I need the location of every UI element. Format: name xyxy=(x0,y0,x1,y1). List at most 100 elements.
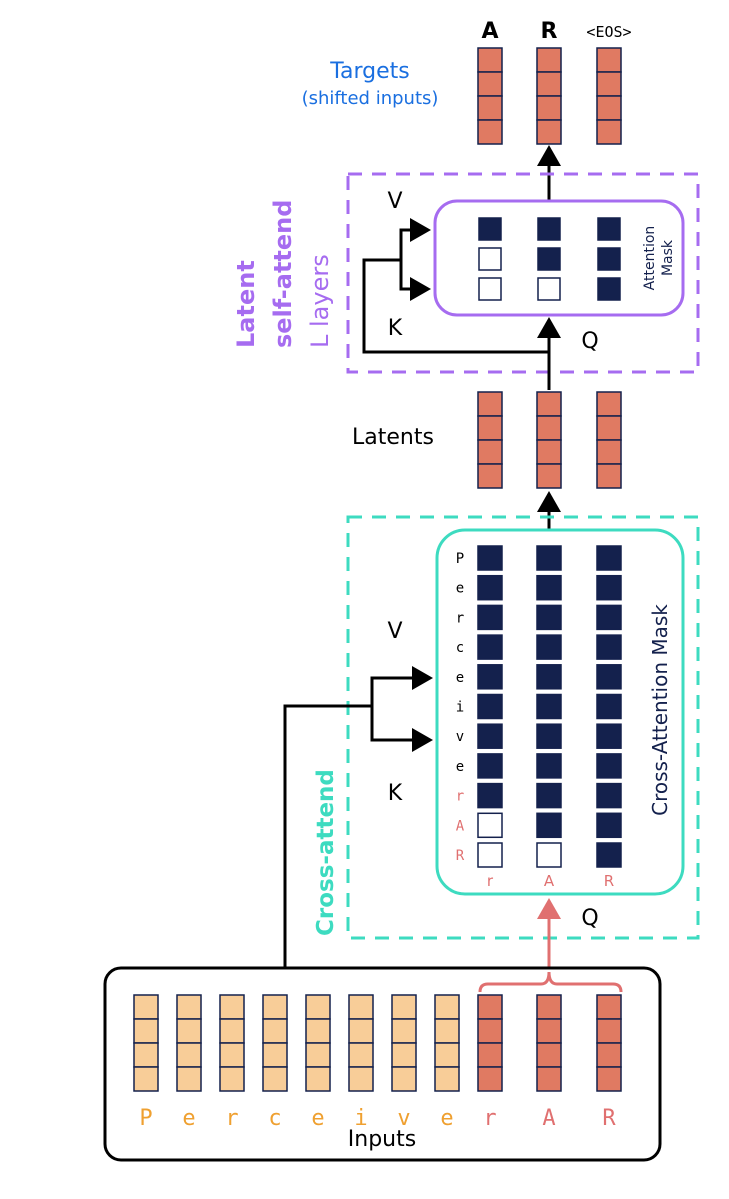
latent-vector xyxy=(596,391,622,489)
input-token-label: P xyxy=(139,1106,152,1131)
context-input-vector xyxy=(176,994,202,1092)
mask-row-label: c xyxy=(456,640,464,656)
input-token-label: v xyxy=(397,1106,410,1131)
vector-cell xyxy=(596,463,622,489)
mask-cell-attend xyxy=(596,693,622,720)
vector-cell xyxy=(596,1066,622,1092)
vector-cell xyxy=(305,1018,331,1044)
context-input-vector xyxy=(348,994,374,1092)
mask-cell-attend xyxy=(477,604,503,631)
vector-cell xyxy=(536,1042,562,1068)
self-attend-label-layers: L layers xyxy=(306,254,334,348)
self-attend-v-arrow xyxy=(399,218,431,260)
vector-cell xyxy=(477,1066,503,1092)
mask-cell-attend xyxy=(536,753,562,779)
self-attend-label-self-attend: self-attend xyxy=(269,200,297,348)
vector-cell xyxy=(536,391,562,417)
mask-cell-masked xyxy=(537,277,561,301)
mask-cell-masked xyxy=(536,842,562,868)
vector-cell xyxy=(536,1066,562,1092)
mask-cell-masked xyxy=(478,277,502,301)
vector-cell xyxy=(391,1066,417,1092)
mask-cell-attend xyxy=(536,782,562,809)
vector-cell xyxy=(536,47,562,73)
vector-cell xyxy=(596,95,622,121)
mask-column-label: r xyxy=(487,872,494,890)
vector-cell xyxy=(536,994,562,1020)
context-input-vector xyxy=(305,994,331,1092)
mask-cell-attend xyxy=(596,634,622,660)
vector-cell xyxy=(477,1042,503,1068)
vector-cell xyxy=(133,994,159,1020)
mask-cell-attend xyxy=(596,723,622,749)
input-token-label: r xyxy=(225,1106,238,1131)
vector-cell xyxy=(596,1018,622,1044)
mask-row-label: i xyxy=(456,700,464,716)
vector-cell xyxy=(262,994,288,1020)
input-token-label: e xyxy=(440,1106,453,1131)
vector-cell xyxy=(536,71,562,97)
target-vectors xyxy=(477,47,622,145)
vector-cell xyxy=(536,415,562,441)
mask-cell-attend xyxy=(536,812,562,839)
query-input-vector xyxy=(477,994,503,1092)
mask-row-label: e xyxy=(456,581,464,597)
mask-cell-attend xyxy=(477,753,503,779)
mask-cell-attend xyxy=(536,604,562,631)
mask-cell-attend xyxy=(477,545,503,571)
vector-cell xyxy=(262,1018,288,1044)
vector-cell xyxy=(477,439,503,465)
mask-cell-attend xyxy=(536,545,562,571)
cross-attention-mask-label: Cross-Attention Mask xyxy=(648,604,672,816)
vector-cell xyxy=(477,463,503,489)
mask-cell-attend xyxy=(596,664,622,690)
vector-cell xyxy=(596,415,622,441)
mask-cell-attend xyxy=(536,574,562,601)
mask-cell-attend xyxy=(536,693,562,720)
self-attend-k-arrow xyxy=(399,260,431,301)
vector-cell xyxy=(477,47,503,73)
context-input-vector xyxy=(262,994,288,1092)
vector-cell xyxy=(596,391,622,417)
cross-attend-v-arrow xyxy=(370,666,433,706)
query-bracket xyxy=(478,971,623,993)
vector-cell xyxy=(596,47,622,73)
latent-vectors xyxy=(477,391,622,489)
mask-cell-attend xyxy=(596,812,622,839)
mask-cell-attend xyxy=(596,782,622,809)
vector-cell xyxy=(391,1018,417,1044)
vector-cell xyxy=(219,1042,245,1068)
mask-row-label: A xyxy=(456,818,465,834)
mask-cell-attend xyxy=(537,217,561,241)
mask-cell-attend xyxy=(477,693,503,720)
vector-cell xyxy=(348,994,374,1020)
vector-cell xyxy=(305,994,331,1020)
vector-cell xyxy=(305,1066,331,1092)
vector-cell xyxy=(133,1042,159,1068)
vector-cell xyxy=(133,1018,159,1044)
mask-cell-attend xyxy=(536,664,562,690)
vector-cell xyxy=(536,439,562,465)
target-label-eos: <EOS> xyxy=(586,23,631,41)
cross-attend-q-label: Q xyxy=(581,906,598,931)
mask-cell-attend xyxy=(596,604,622,631)
inputs-label: Inputs xyxy=(348,1127,416,1152)
mask-cell-attend xyxy=(477,782,503,809)
attention-mask-grid xyxy=(478,217,621,301)
vector-cell xyxy=(219,994,245,1020)
attention-mask-label-line2: Mask xyxy=(660,239,676,276)
mask-cell-attend xyxy=(596,574,622,601)
vector-cell xyxy=(262,1066,288,1092)
vector-cell xyxy=(305,1042,331,1068)
mask-cell-attend xyxy=(477,664,503,690)
input-token-label: r xyxy=(483,1106,496,1131)
vector-cell xyxy=(434,1042,460,1068)
mask-row-label: P xyxy=(456,551,464,567)
cross-attend-v-label: V xyxy=(387,619,402,644)
mask-cell-masked xyxy=(478,247,502,271)
cross-attend-k-arrow xyxy=(370,706,433,752)
vector-cell xyxy=(176,1066,202,1092)
